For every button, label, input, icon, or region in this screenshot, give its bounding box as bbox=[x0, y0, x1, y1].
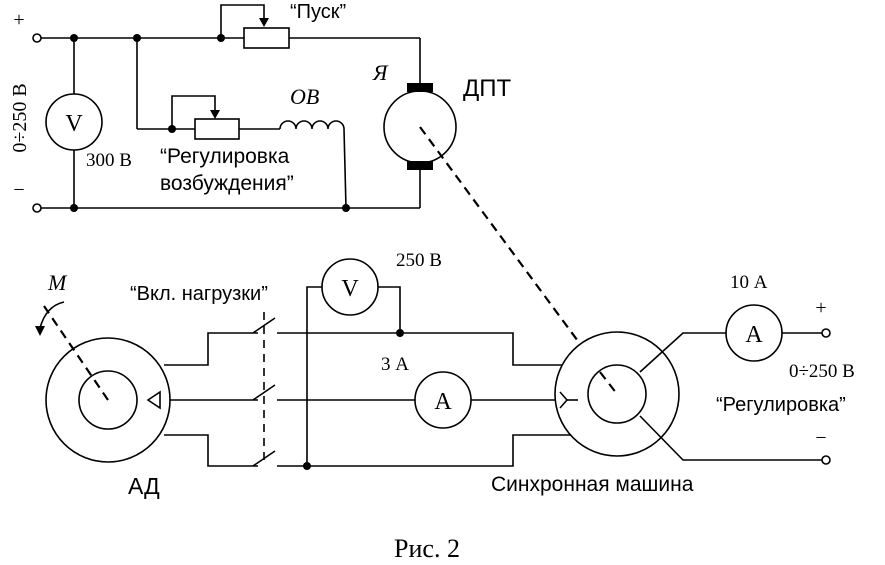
wire bbox=[639, 415, 822, 461]
wire bbox=[343, 128, 347, 209]
junction-dot bbox=[342, 204, 350, 212]
brush-top bbox=[407, 83, 433, 92]
terminal-right-minus bbox=[821, 455, 831, 465]
label-regulirovka: “Регулировка” bbox=[716, 394, 846, 416]
label-supply-top: 0÷250 В bbox=[9, 83, 31, 152]
rheostat-start-wiper bbox=[220, 4, 265, 38]
delta-winding-icon bbox=[146, 390, 161, 410]
arrow-head bbox=[210, 110, 220, 119]
label-voltmeter-top-range: 300 В bbox=[86, 150, 132, 171]
rheostat-excitation bbox=[194, 118, 240, 140]
star-winding-icon bbox=[559, 391, 568, 401]
brush-bottom bbox=[407, 161, 433, 170]
label-ya: Я bbox=[372, 60, 389, 85]
wire-phase-1b bbox=[277, 332, 572, 366]
wire-phase-1 bbox=[164, 332, 258, 366]
label-plus-right: + bbox=[815, 297, 826, 319]
wire-phase-3b bbox=[277, 434, 572, 467]
rheostat-start bbox=[243, 27, 290, 49]
label-ov: ОВ bbox=[290, 84, 319, 109]
label-voltmeter-mid-range: 250 В bbox=[396, 250, 442, 271]
wire bbox=[378, 286, 401, 333]
voltmeter-top bbox=[45, 93, 103, 151]
terminal-top-plus bbox=[32, 33, 42, 43]
label-plus-top: + bbox=[13, 9, 24, 31]
junction-dot bbox=[70, 34, 78, 42]
motor-shaft bbox=[43, 305, 109, 401]
excitation-coil bbox=[279, 120, 345, 130]
voltmeter-top-symbol: V bbox=[65, 111, 83, 137]
switch-blade bbox=[252, 384, 276, 401]
label-supply-right: 0÷250 В bbox=[789, 361, 855, 382]
synchronous-machine-inner bbox=[587, 364, 647, 424]
terminal-right-plus bbox=[821, 328, 831, 338]
label-minus-top: − bbox=[13, 179, 24, 201]
junction-dot bbox=[70, 204, 78, 212]
sync-shaft bbox=[599, 371, 618, 395]
wire bbox=[639, 332, 726, 373]
voltmeter-mid-symbol: V bbox=[341, 276, 359, 302]
label-minus-right: − bbox=[815, 427, 826, 449]
junction-dot bbox=[133, 34, 141, 42]
label-m: M bbox=[47, 270, 68, 295]
junction-dot bbox=[303, 462, 311, 470]
ammeter-mid bbox=[414, 371, 472, 429]
ac-circuit: V A A M “Вкл. нагрузки” 250 В 3 А 10 А +… bbox=[35, 250, 855, 499]
label-ad: АД bbox=[128, 473, 160, 499]
label-regulirovka-vozbuzhdeniya-2: возбуждения” bbox=[160, 172, 294, 195]
star-winding-icon bbox=[559, 399, 568, 409]
ammeter-right-symbol: A bbox=[745, 322, 763, 348]
rheostat-excitation-wiper bbox=[171, 95, 216, 129]
wire bbox=[306, 286, 322, 466]
dc-motor-circuit: V + − 0÷250 В 300 В “Пуск” “Регулиро bbox=[9, 1, 512, 213]
ammeter-mid-symbol: A bbox=[434, 389, 452, 415]
torque-arrow-head bbox=[35, 326, 45, 336]
ammeter-right bbox=[725, 304, 783, 362]
figure-caption: Рис. 2 bbox=[394, 534, 460, 563]
label-synchronous-machine: Синхронная машина bbox=[491, 473, 694, 496]
label-regulirovka-vozbuzhdeniya-1: “Регулировка bbox=[160, 145, 290, 168]
terminal-top-minus bbox=[32, 203, 42, 213]
wire-phase-3 bbox=[164, 434, 258, 467]
label-ammeter-right-range: 10 А bbox=[730, 272, 768, 293]
label-vkl-nagruzki: “Вкл. нагрузки” bbox=[130, 283, 268, 305]
label-pusk: “Пуск” bbox=[290, 1, 346, 23]
label-ammeter-mid-range: 3 А bbox=[381, 354, 409, 375]
junction-dot bbox=[396, 329, 404, 337]
label-dpt: ДПТ bbox=[463, 75, 512, 102]
torque-arrow-icon bbox=[39, 301, 65, 329]
junction-dot bbox=[168, 125, 176, 133]
switch-blade bbox=[252, 317, 276, 334]
arrow-head bbox=[259, 18, 269, 27]
junction-dot bbox=[217, 34, 225, 42]
